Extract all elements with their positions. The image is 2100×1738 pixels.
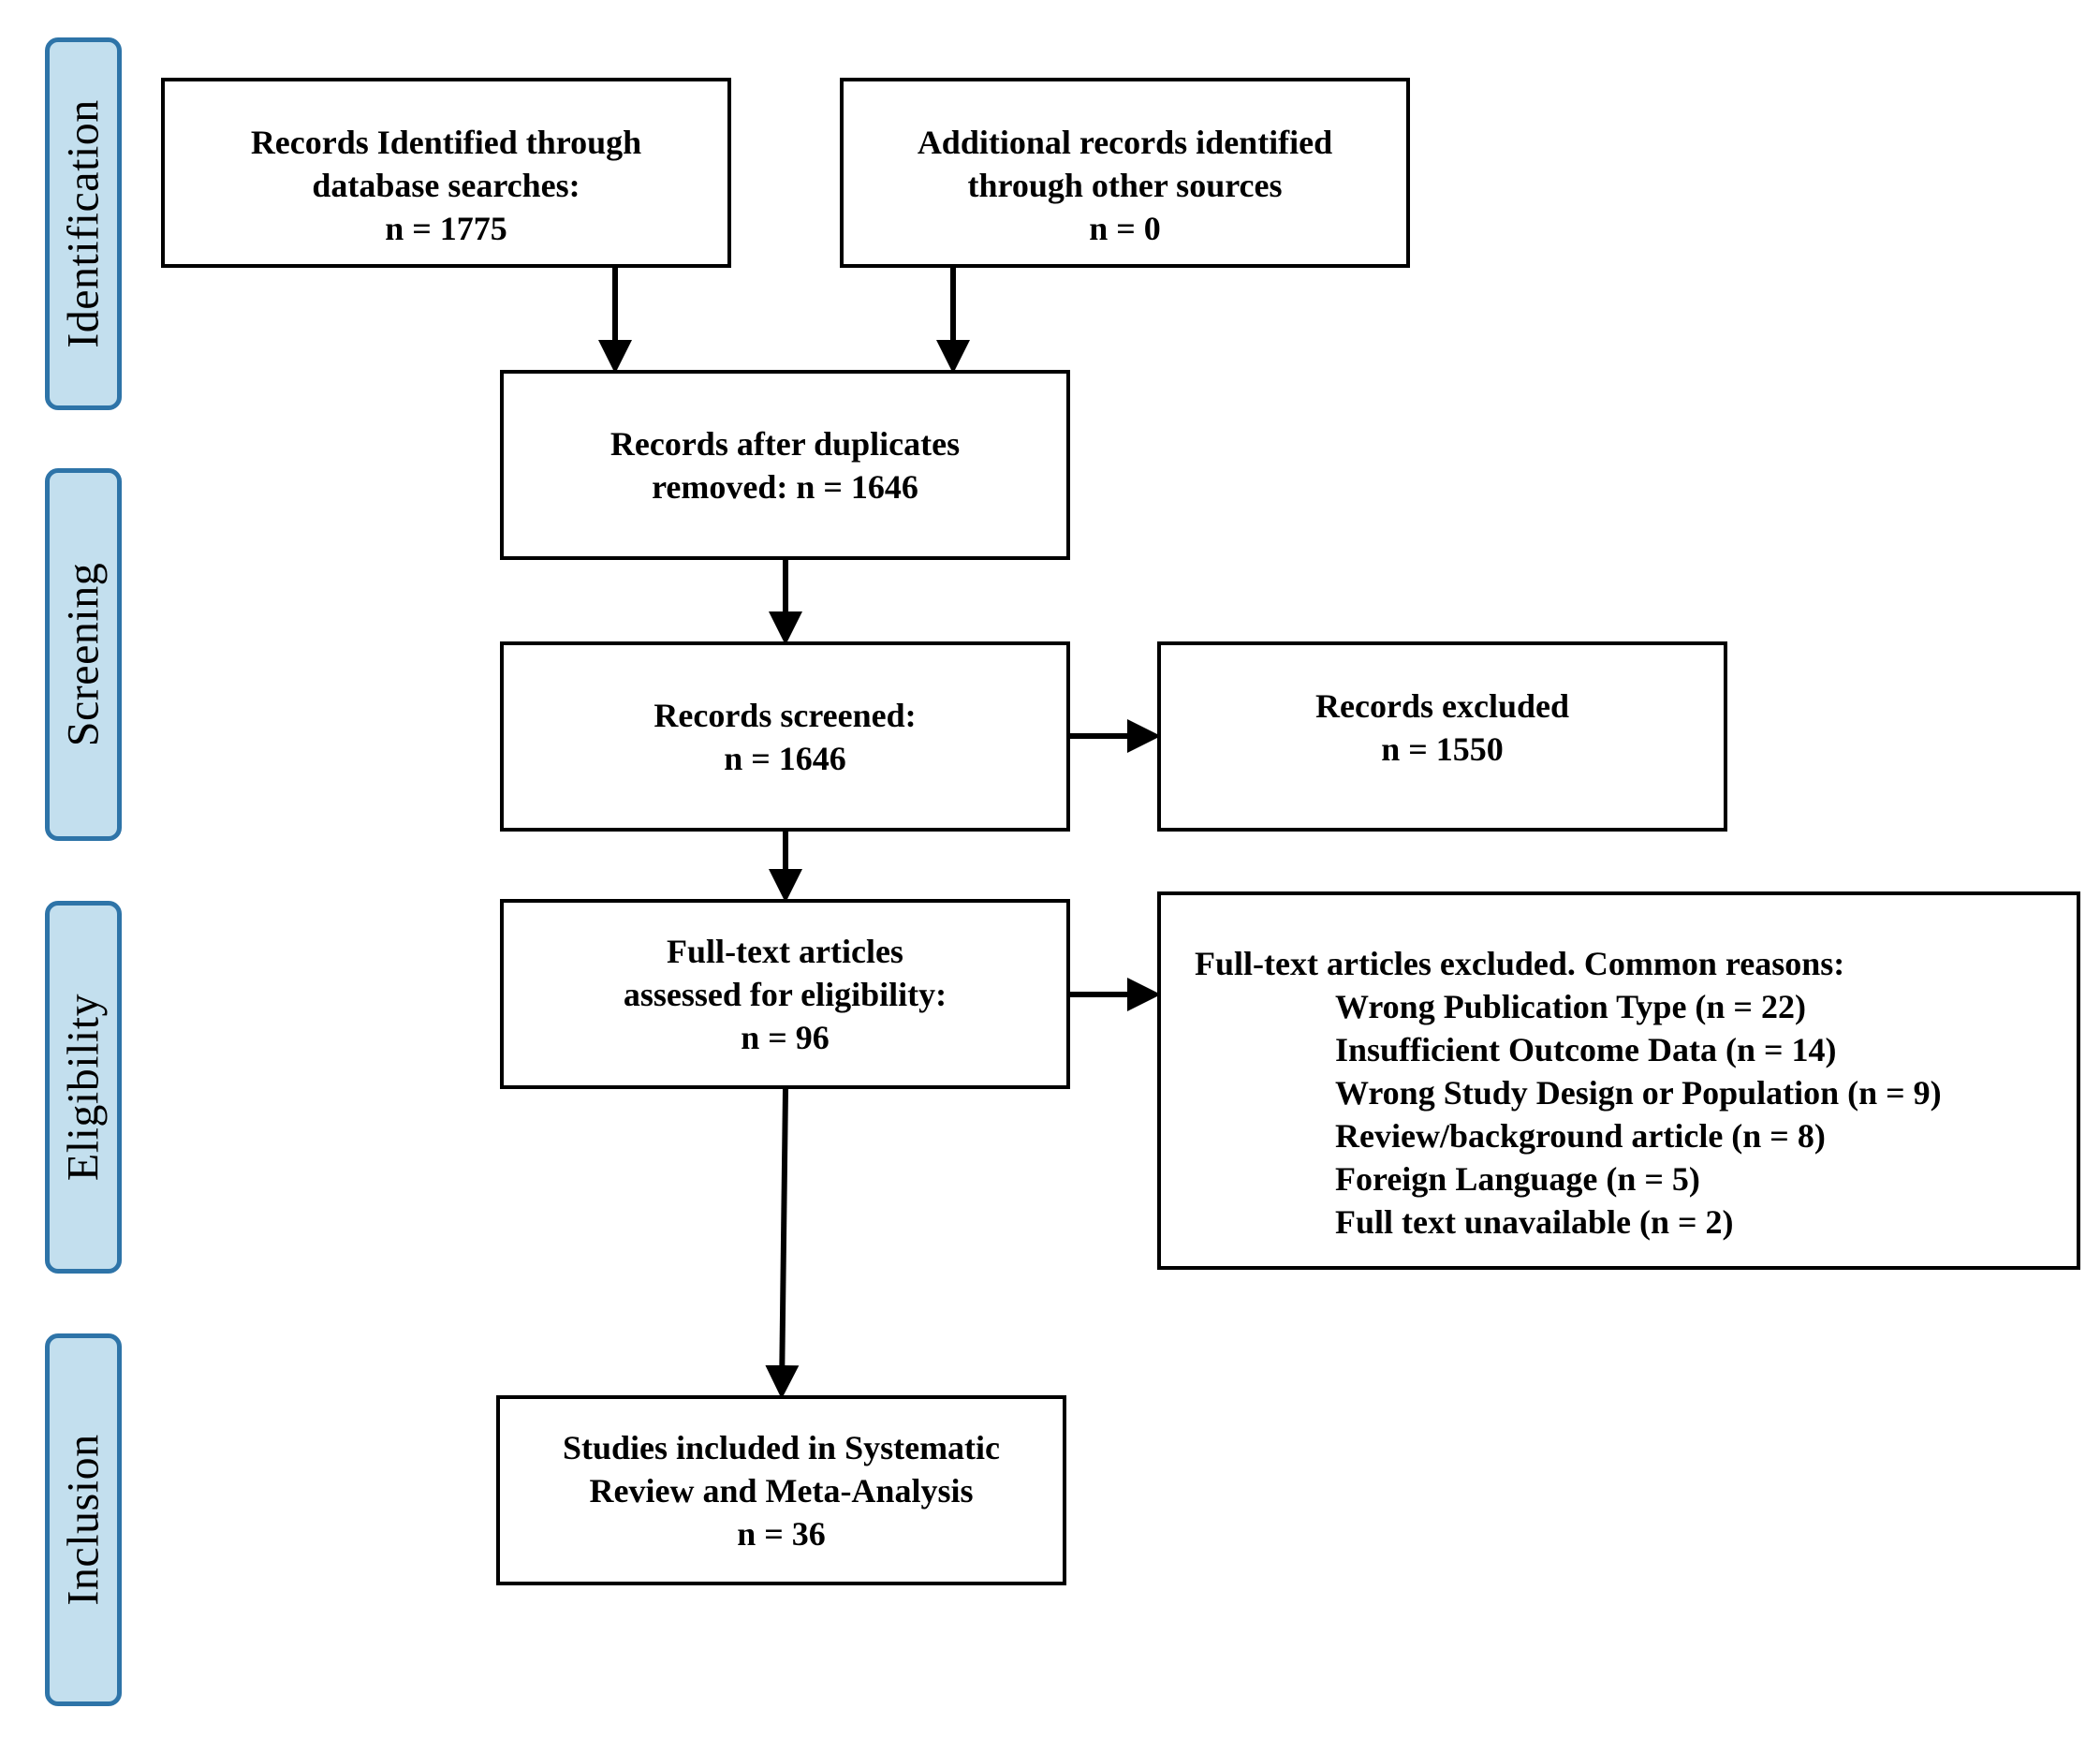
box-line: Full-text articles	[667, 932, 903, 970]
exclusion-reason: Full text unavailable (n = 2)	[1335, 1203, 1734, 1241]
exclusion-reason: Wrong Study Design or Population (n = 9)	[1335, 1074, 1942, 1112]
database-records-box: Records Identified through database sear…	[161, 78, 731, 268]
exclusion-reason: Foreign Language (n = 5)	[1335, 1160, 1700, 1198]
box-line: Records after duplicates	[609, 424, 961, 463]
after-duplicates-box: Records after duplicates removed: n = 16…	[500, 370, 1070, 560]
box-line: database searches:	[312, 167, 580, 204]
box-line: n = 96	[741, 1018, 830, 1056]
box-line: Records screened:	[653, 696, 917, 734]
exclusion-heading: Full-text articles excluded. Common reas…	[1195, 945, 1845, 982]
stage-eligibility: Eligibility	[45, 901, 122, 1274]
stage-identification: Identification	[45, 37, 122, 410]
box-line: n = 0	[1089, 210, 1161, 247]
box-line: Review and Meta-Analysis	[589, 1471, 974, 1510]
box-line: assessed for eligibility:	[623, 975, 947, 1013]
exclusion-reason: Insufficient Outcome Data (n = 14)	[1335, 1031, 1837, 1068]
arrow-fulltext-to-included	[765, 1088, 800, 1399]
box-line: removed: n = 1646	[652, 467, 918, 506]
box-line: Studies included in Systematic	[562, 1428, 1001, 1466]
included-box: Studies included in Systematic Review an…	[496, 1395, 1066, 1585]
box-line: n = 1646	[724, 739, 846, 777]
exclusion-reason: Review/background article (n = 8)	[1335, 1117, 1826, 1155]
stage-screening: Screening	[45, 468, 122, 841]
box-line: n = 36	[737, 1514, 826, 1553]
stage-inclusion: Inclusion	[45, 1333, 122, 1706]
box-line: n = 1775	[385, 210, 507, 247]
excluded-box: Records excluded n = 1550	[1157, 641, 1727, 832]
box-line: n = 1550	[1381, 730, 1504, 768]
box-line: Records Identified through	[250, 124, 642, 161]
box-line: through other sources	[967, 167, 1283, 204]
box-line: Records excluded	[1315, 687, 1569, 725]
screened-box: Records screened: n = 1646	[500, 641, 1070, 832]
stage-label: Screening	[58, 562, 109, 747]
other-records-box: Additional records identified through ot…	[840, 78, 1410, 268]
exclusion-reason: Wrong Publication Type (n = 22)	[1335, 988, 1806, 1025]
box-line: Additional records identified	[917, 124, 1333, 161]
stage-label: Identification	[58, 99, 109, 348]
stage-label: Eligibility	[58, 993, 109, 1182]
stage-label: Inclusion	[58, 1434, 109, 1606]
fulltext-assessed-box: Full-text articles assessed for eligibil…	[500, 899, 1070, 1089]
fulltext-excluded-box: Full-text articles excluded. Common reas…	[1157, 891, 2080, 1270]
exclusion-reasons-list: Wrong Publication Type (n = 22) Insuffic…	[1195, 985, 1942, 1244]
